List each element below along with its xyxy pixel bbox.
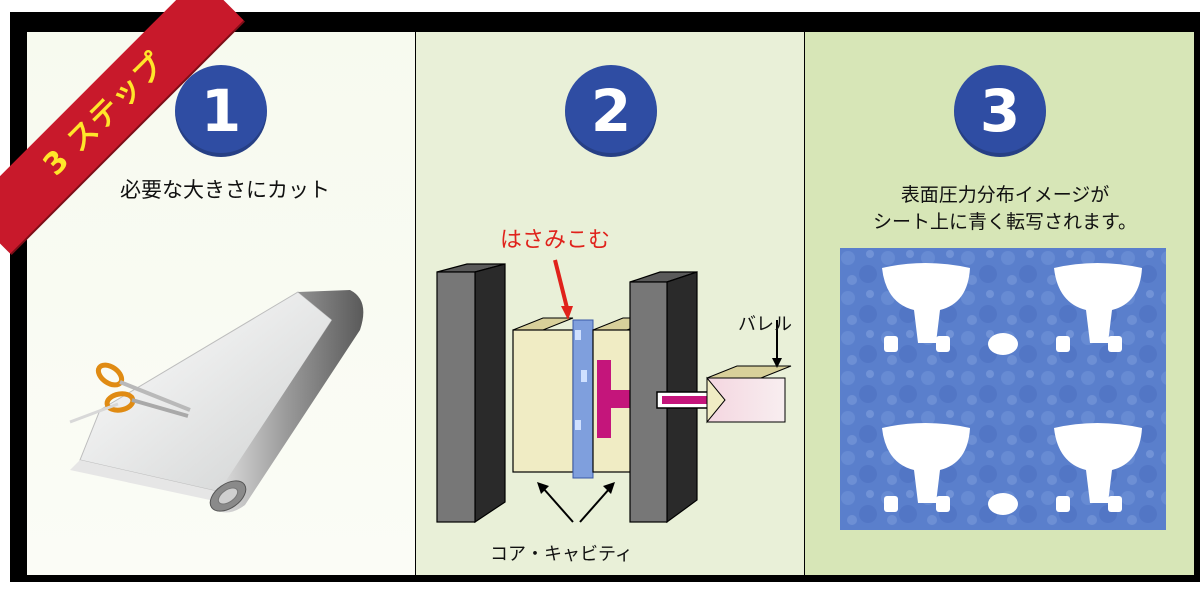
cavity-pointer-arrow <box>579 487 611 523</box>
step3-caption-line2: シート上に青く転写されます。 <box>872 211 1138 233</box>
step3-number-badge: 3 <box>954 65 1046 157</box>
scissors-icon <box>69 362 191 424</box>
left-platen <box>436 263 506 524</box>
step3-caption: 表面圧力分布イメージが シート上に青く転写されます。 <box>840 182 1170 236</box>
insert-arrow <box>553 259 569 309</box>
step1-number-badge: 1 <box>175 65 267 157</box>
core-block <box>512 317 574 473</box>
step1-caption: 必要な大きさにカット <box>120 178 330 202</box>
sheet-roll-illustration <box>69 290 364 513</box>
print-top-right <box>1054 263 1142 352</box>
pressure-sheet <box>572 319 594 479</box>
mold-diagram <box>436 259 792 524</box>
barrel-label: バレル <box>738 314 792 335</box>
molded-shape-prints <box>882 263 1142 515</box>
core-cavity-label: コア・キャビティ <box>490 544 633 565</box>
core-pointer-arrow <box>542 487 574 523</box>
print-bottom-left <box>882 423 970 512</box>
barrel <box>706 365 792 424</box>
step2-number-badge: 2 <box>565 65 657 157</box>
print-bottom-right <box>1054 423 1142 512</box>
print-top-left <box>882 263 970 352</box>
pressure-distribution-image <box>840 248 1166 530</box>
step3-caption-line1: 表面圧力分布イメージが <box>900 184 1110 206</box>
insert-label: はさみこむ <box>500 228 611 253</box>
